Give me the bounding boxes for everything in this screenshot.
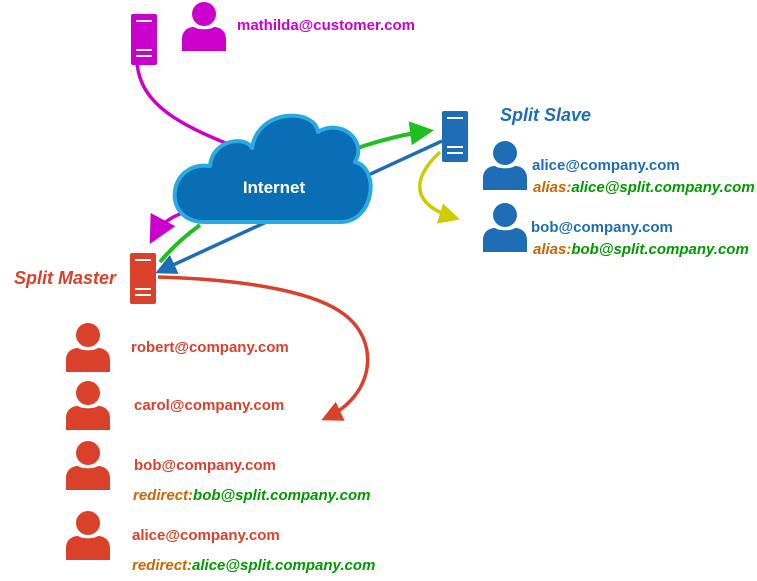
master-user-robert-icon — [66, 323, 110, 372]
redirect-prefix: redirect: — [133, 487, 194, 504]
master-local-red-arrow — [157, 275, 370, 421]
internet-to-slave-green-arrow — [351, 121, 434, 152]
slave-title: Split Slave — [500, 105, 592, 125]
customer-email: mathilda@customer.com — [237, 17, 416, 34]
master-user-carol-icon — [66, 381, 110, 430]
slave-bob-email: bob@company.com — [531, 219, 673, 236]
slave-user-alice-icon — [483, 141, 527, 190]
customer-to-internet-arrow — [135, 61, 239, 150]
master-alice-redirect: redirect:alice@split.company.com — [132, 557, 375, 574]
redirect-value: bob@split.company.com — [193, 487, 371, 504]
master-user-alice-icon — [66, 511, 110, 560]
slave-alice-email: alice@company.com — [532, 157, 680, 174]
cloud-label: Internet — [243, 178, 306, 197]
redirect-prefix: redirect: — [132, 557, 193, 574]
master-bob-redirect: redirect:bob@split.company.com — [133, 487, 370, 504]
customer-server-icon — [131, 14, 157, 65]
customer-user-icon — [182, 2, 226, 51]
alias-value: bob@split.company.com — [571, 241, 749, 258]
internet-to-master-magenta-arrow — [149, 210, 186, 245]
slave-server-icon — [442, 111, 468, 162]
alias-prefix: alias: — [533, 179, 572, 196]
master-alice-email: alice@company.com — [132, 527, 280, 544]
alias-value: alice@split.company.com — [571, 179, 755, 196]
slave-local-yellow-arrow — [418, 150, 461, 224]
alias-prefix: alias: — [533, 241, 572, 258]
redirect-value: alice@split.company.com — [192, 557, 376, 574]
master-bob-email: bob@company.com — [134, 457, 276, 474]
slave-user-bob-icon — [483, 203, 527, 252]
slave-alice-alias: alias:alice@split.company.com — [533, 179, 755, 196]
master-title: Split Master — [14, 268, 117, 288]
master-server-icon — [130, 253, 156, 304]
cloud-icon — [172, 113, 373, 224]
master-user-bob-icon — [66, 441, 110, 490]
master-carol-email: carol@company.com — [134, 397, 285, 414]
master-robert-email: robert@company.com — [131, 339, 289, 356]
slave-bob-alias: alias:bob@split.company.com — [533, 241, 749, 258]
